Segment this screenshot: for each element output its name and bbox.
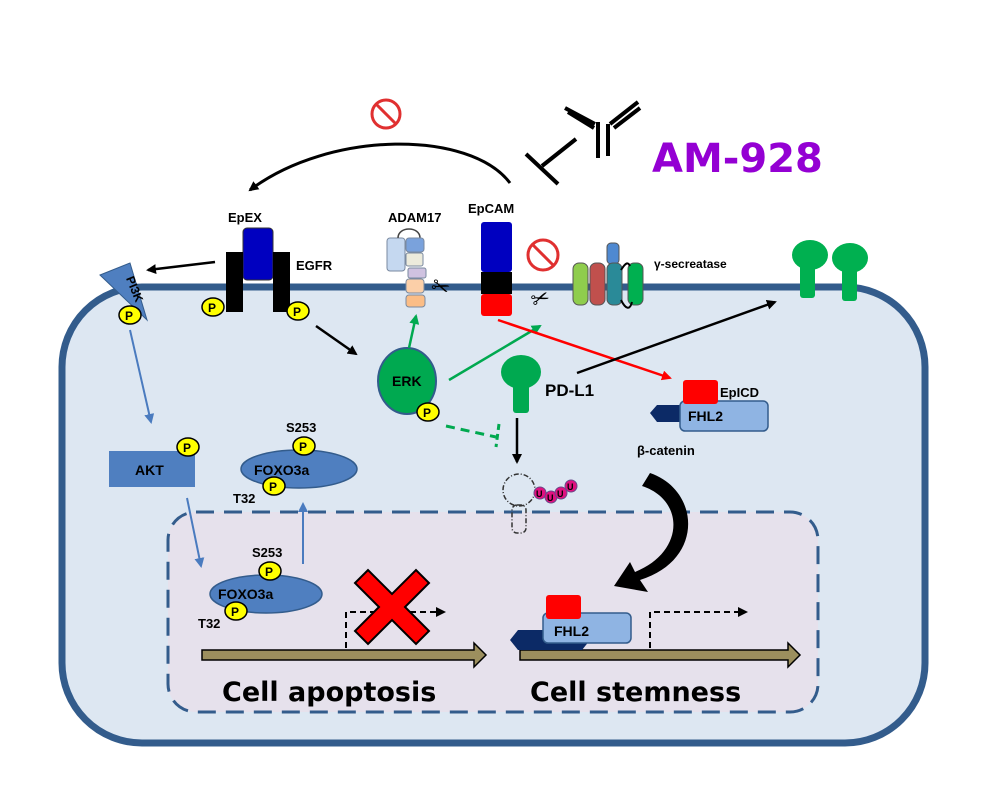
svg-text:ERK: ERK bbox=[392, 373, 422, 389]
svg-text:T32: T32 bbox=[233, 491, 255, 506]
svg-text:S253: S253 bbox=[286, 420, 316, 435]
prohibit-icon-gamma bbox=[526, 238, 560, 272]
foxo3a-nucleus: FOXO3a P P S253 T32 bbox=[198, 545, 323, 631]
svg-text:P: P bbox=[231, 605, 239, 619]
erk-to-gamma-arrow bbox=[448, 324, 542, 382]
akt-to-foxo3a-nucleus-arrow bbox=[186, 497, 205, 568]
svg-text:FOXO3a: FOXO3a bbox=[218, 586, 273, 602]
svg-text:U: U bbox=[536, 489, 543, 499]
erk: ERK bbox=[377, 347, 437, 415]
svg-text:U: U bbox=[567, 482, 574, 492]
adam17-label: ADAM17 bbox=[388, 210, 441, 225]
svg-text:P: P bbox=[269, 480, 277, 494]
phospho-egfr-left: P bbox=[201, 297, 225, 317]
svg-text:S253: S253 bbox=[252, 545, 282, 560]
svg-text:P: P bbox=[183, 441, 191, 455]
svg-text:FOXO3a: FOXO3a bbox=[254, 462, 309, 478]
foxo3a-cytoplasm: FOXO3a P P S253 T32 bbox=[233, 420, 358, 506]
phospho-erk: P bbox=[416, 402, 440, 422]
egfr-to-pi3k-arrow bbox=[146, 260, 216, 275]
pdl1-surface-2 bbox=[832, 243, 868, 301]
erk-inhibits-pdl1 bbox=[445, 424, 497, 439]
epcam-intracellular bbox=[481, 294, 512, 316]
dna-apoptosis bbox=[201, 641, 488, 669]
svg-text:FHL2: FHL2 bbox=[688, 408, 723, 424]
phospho-pi3k: P bbox=[118, 305, 142, 325]
blocked-x-icon bbox=[353, 568, 431, 646]
epcam-label: EpCAM bbox=[468, 201, 514, 216]
pi3k-to-akt-arrow bbox=[129, 329, 155, 424]
svg-text:P: P bbox=[125, 309, 133, 323]
promoter-stemness bbox=[649, 611, 738, 648]
svg-text:P: P bbox=[423, 406, 431, 420]
gamma-secretase bbox=[572, 242, 644, 309]
svg-text:P: P bbox=[299, 440, 307, 454]
phospho-egfr-right: P bbox=[286, 301, 310, 321]
complex-cytoplasm: FHL2 EpICD β-catenin bbox=[637, 380, 769, 458]
prohibit-icon bbox=[370, 98, 402, 130]
pdl1-intracellular bbox=[501, 355, 541, 413]
egfr-receptor bbox=[226, 252, 290, 312]
dna-stemness bbox=[519, 641, 802, 669]
adam17 bbox=[386, 228, 427, 308]
svg-text:FHL2: FHL2 bbox=[554, 623, 589, 639]
drug-title: AM-928 bbox=[652, 136, 823, 182]
akt bbox=[109, 451, 195, 487]
gamma-secretase-label: γ-secreatase bbox=[654, 257, 727, 271]
svg-text:P: P bbox=[208, 301, 216, 315]
phospho-akt: P bbox=[176, 437, 200, 457]
complex-nucleus: FHL2 bbox=[510, 595, 632, 650]
pdl1-to-membrane-arrow bbox=[576, 299, 777, 375]
svg-text:U: U bbox=[557, 489, 564, 499]
epcam-transmembrane bbox=[481, 272, 512, 294]
svg-text:β-catenin: β-catenin bbox=[637, 443, 695, 458]
ubiquitin-chain: U U U U bbox=[533, 479, 578, 504]
erk-to-adam17-arrow bbox=[407, 314, 420, 349]
cell-apoptosis-label: Cell apoptosis bbox=[222, 677, 436, 708]
pdl1-surface-1 bbox=[792, 240, 828, 298]
nuclear-translocation-arrow bbox=[614, 473, 689, 592]
svg-text:EpICD: EpICD bbox=[720, 385, 759, 400]
svg-text:U: U bbox=[547, 493, 554, 503]
promoter-arrowhead-apoptosis bbox=[436, 607, 446, 617]
promoter-arrowhead-stemness bbox=[738, 607, 748, 617]
svg-text:P: P bbox=[265, 565, 273, 579]
epicd-release-arrow bbox=[497, 318, 672, 381]
egfr-to-erk-arrow bbox=[315, 324, 358, 356]
svg-text:T32: T32 bbox=[198, 616, 220, 631]
feedback-arrow bbox=[248, 142, 512, 192]
svg-text:P: P bbox=[293, 305, 301, 319]
epex-label: EpEX bbox=[228, 210, 262, 225]
cell-stemness-label: Cell stemness bbox=[530, 677, 741, 708]
antibody-icon bbox=[524, 100, 642, 186]
epcam-extracellular bbox=[481, 222, 512, 272]
erk-inhibit-bar bbox=[494, 423, 501, 448]
akt-label: AKT bbox=[135, 462, 164, 478]
egfr-label: EGFR bbox=[296, 258, 333, 273]
pdl1-label: PD-L1 bbox=[545, 381, 594, 400]
epex-ligand bbox=[242, 227, 274, 281]
